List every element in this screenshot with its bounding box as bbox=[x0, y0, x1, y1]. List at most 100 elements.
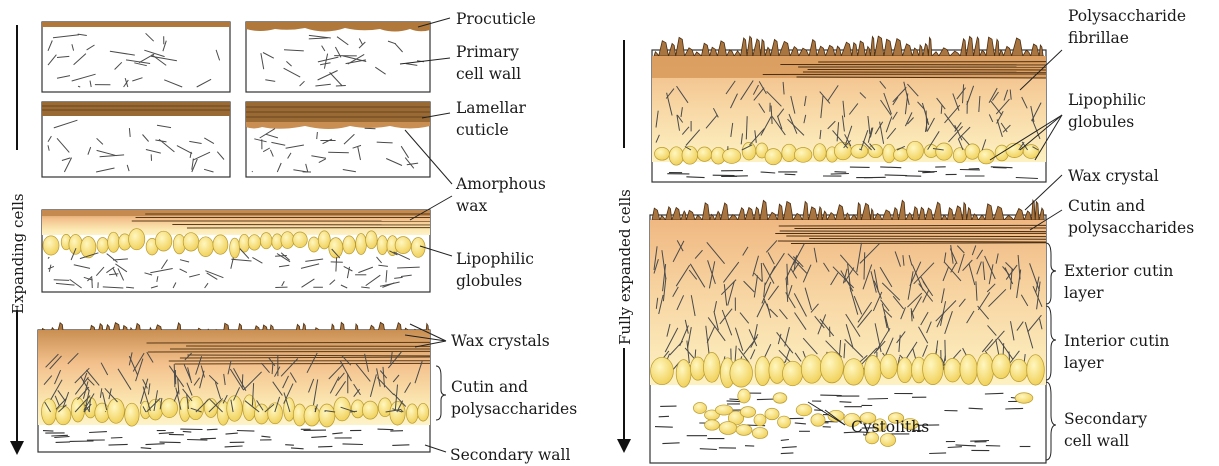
lipophilic-globule bbox=[329, 238, 343, 258]
label-exterior-1: Exterior cutin bbox=[1064, 262, 1173, 280]
lipophilic-globule bbox=[319, 404, 335, 427]
stage-box-1 bbox=[42, 22, 230, 92]
lipophilic-globule bbox=[894, 148, 909, 161]
wall-fiber bbox=[840, 402, 852, 403]
lipophilic-globule bbox=[198, 237, 213, 257]
fibril bbox=[252, 171, 253, 172]
lipophilic-globule bbox=[742, 142, 756, 160]
lipophilic-globule bbox=[851, 144, 868, 158]
fibril bbox=[328, 152, 349, 153]
cystolith bbox=[752, 427, 767, 438]
lipophilic-globule bbox=[730, 359, 753, 387]
lipophilic-globule bbox=[213, 235, 228, 254]
lipophilic-globule bbox=[56, 406, 71, 425]
label-primary-wall-2: cell wall bbox=[456, 65, 521, 83]
lamella bbox=[794, 228, 1046, 229]
wall-fiber bbox=[285, 445, 294, 446]
lipophilic-globule bbox=[868, 145, 882, 158]
cystolith bbox=[765, 408, 779, 419]
stage-box-2 bbox=[246, 22, 430, 92]
lipophilic-globule bbox=[960, 355, 977, 385]
lipophilic-globule bbox=[356, 234, 367, 255]
wall-fiber bbox=[207, 429, 218, 430]
lipophilic-globule bbox=[992, 354, 1011, 379]
cystolith bbox=[796, 404, 812, 416]
label-cutin-r-2: polysaccharides bbox=[1068, 219, 1194, 237]
lipophilic-globule bbox=[227, 396, 243, 422]
lipophilic-globule bbox=[704, 353, 721, 383]
lipophilic-globule bbox=[844, 359, 864, 385]
upper-mature-box bbox=[652, 36, 1046, 182]
wall-fiber bbox=[970, 441, 989, 442]
lipophilic-globule bbox=[880, 354, 897, 378]
lipophilic-globule bbox=[308, 237, 319, 252]
lipophilic-globule bbox=[783, 361, 803, 386]
label-cutin-r-1: Cutin and bbox=[1068, 197, 1145, 215]
wall-fiber bbox=[929, 453, 946, 454]
wall-fiber bbox=[51, 435, 68, 436]
lipophilic-globule bbox=[268, 403, 283, 424]
lipophilic-globule bbox=[362, 401, 378, 419]
label-interior-1: Interior cutin bbox=[1064, 332, 1169, 350]
lipophilic-globule bbox=[864, 356, 881, 386]
wall-fiber bbox=[969, 408, 983, 409]
lipophilic-globule bbox=[248, 235, 260, 250]
label-secondary-r-2: cell wall bbox=[1064, 432, 1129, 450]
wall-fiber bbox=[655, 427, 673, 428]
lipophilic-globule bbox=[669, 147, 683, 165]
label-procuticle: Procuticle bbox=[456, 10, 536, 28]
wall-fiber bbox=[183, 431, 192, 432]
lamella bbox=[763, 74, 1046, 75]
label-interior-2: layer bbox=[1064, 354, 1104, 372]
wall-fiber bbox=[781, 453, 794, 454]
lipophilic-globule bbox=[820, 352, 843, 383]
fibril bbox=[336, 257, 337, 271]
lipophilic-globule bbox=[390, 401, 405, 425]
wall-fiber bbox=[43, 431, 53, 432]
lamella bbox=[148, 351, 430, 352]
fibril bbox=[54, 280, 69, 281]
label-lamellar-1: Lamellar bbox=[456, 99, 527, 117]
stage-box-6 bbox=[38, 322, 430, 452]
label-cutin-1: Cutin and bbox=[451, 378, 528, 396]
lamella bbox=[780, 231, 1046, 232]
lipophilic-globule bbox=[1027, 355, 1045, 385]
lipophilic-globule bbox=[366, 231, 378, 249]
wall-fiber bbox=[868, 399, 888, 400]
label-wax-crystal: Wax crystal bbox=[1068, 167, 1159, 185]
cystolith bbox=[740, 407, 755, 418]
lipophilic-globule bbox=[281, 232, 294, 249]
lipophilic-globule bbox=[765, 149, 782, 165]
lipophilic-globule bbox=[343, 236, 356, 254]
lipophilic-globule bbox=[655, 147, 670, 160]
fibril bbox=[336, 86, 346, 87]
lipophilic-globule bbox=[794, 148, 812, 163]
label-secondary-wall: Secondary wall bbox=[450, 446, 571, 464]
left-panel: Expanding cells bbox=[6, 10, 577, 464]
stage-box-3 bbox=[42, 102, 230, 177]
cutin-fibril bbox=[864, 252, 865, 279]
lipophilic-globule bbox=[318, 231, 330, 249]
lipophilic-globule bbox=[801, 355, 822, 383]
lamella bbox=[779, 225, 1046, 226]
lipophilic-globule bbox=[651, 357, 674, 384]
fully-expanded-cells-label: Fully expanded cells bbox=[616, 189, 634, 345]
lipophilic-globule bbox=[230, 238, 240, 258]
stage-box-5 bbox=[42, 210, 430, 292]
label-wax-crystals: Wax crystals bbox=[451, 332, 550, 350]
lipophilic-globule bbox=[108, 232, 120, 252]
lipophilic-globule bbox=[1006, 143, 1023, 157]
cystolith bbox=[811, 414, 825, 427]
label-cystoliths: Cystoliths bbox=[851, 418, 929, 436]
cystolith bbox=[777, 416, 790, 428]
wall-fiber bbox=[785, 174, 796, 175]
label-lipophilic-r-2: globules bbox=[1068, 113, 1134, 131]
lamella bbox=[147, 342, 430, 343]
lipophilic-globule bbox=[334, 397, 351, 421]
lipophilic-globule bbox=[69, 235, 82, 255]
label-secondary-r-1: Secondary bbox=[1064, 410, 1147, 428]
lamella bbox=[791, 243, 1046, 244]
stage-box-4 bbox=[246, 102, 430, 177]
lipophilic-globule bbox=[755, 357, 770, 386]
